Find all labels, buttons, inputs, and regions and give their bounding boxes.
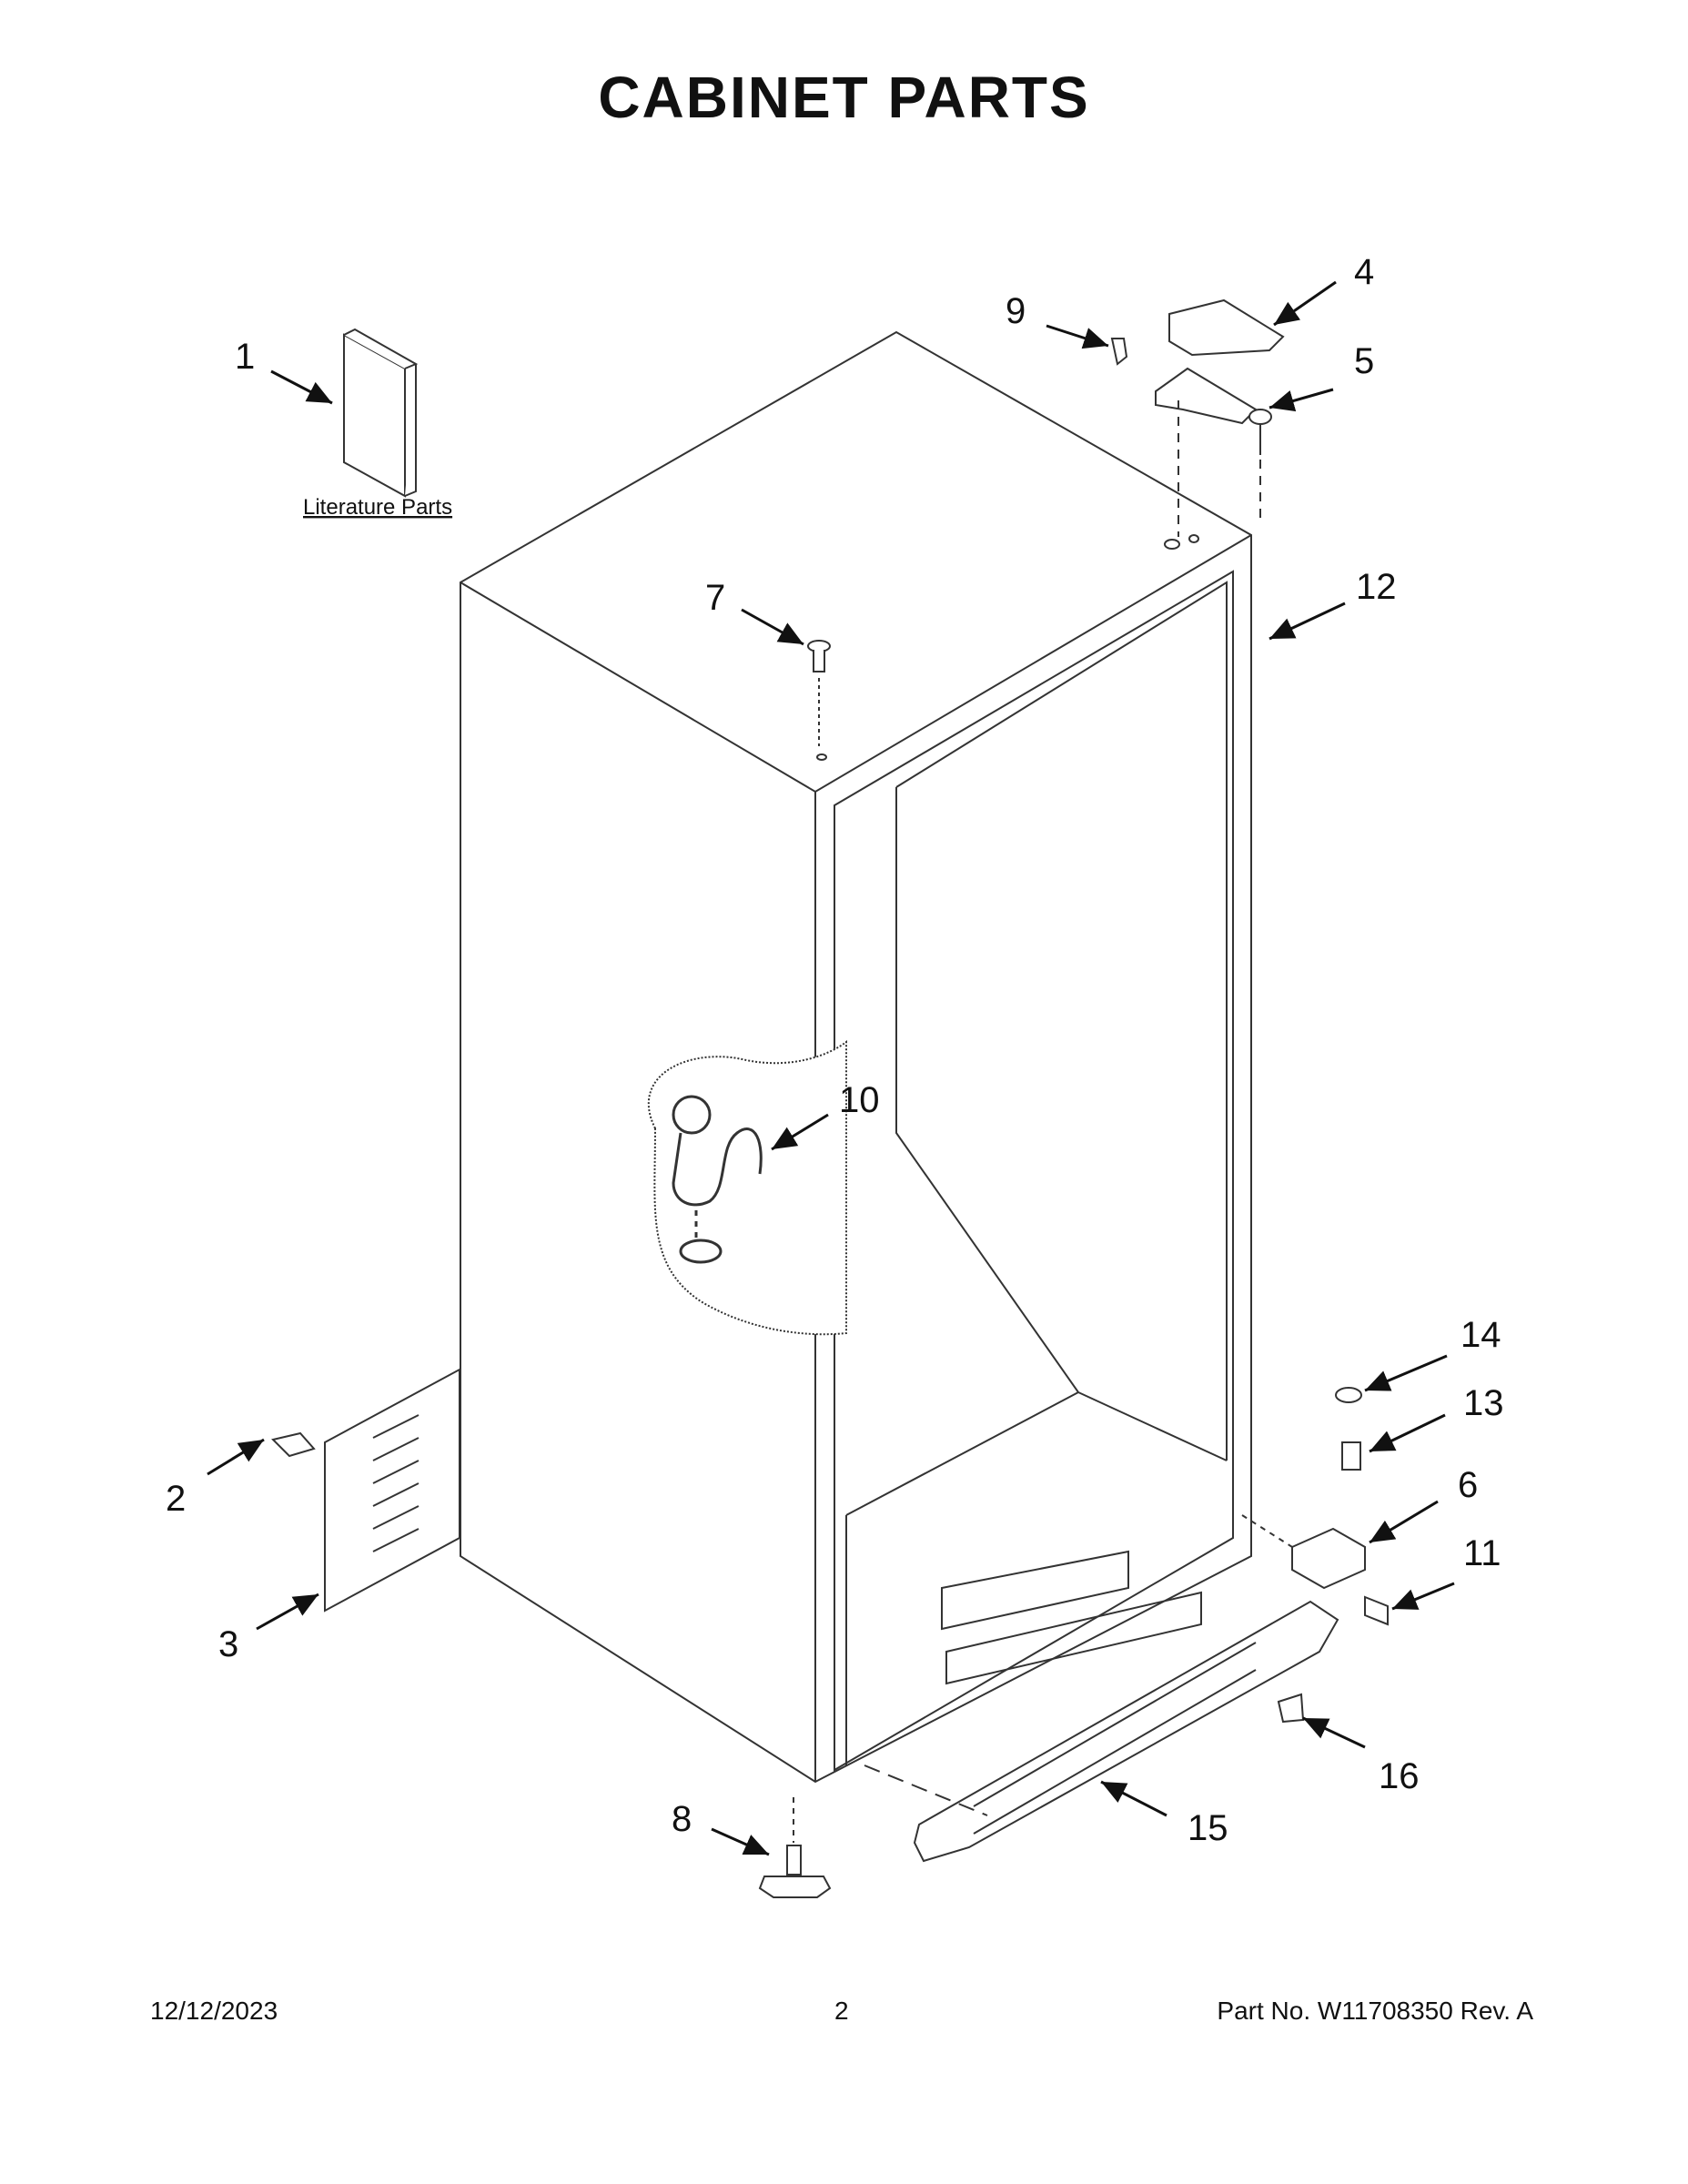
- callout-10: 10: [839, 1080, 880, 1120]
- callout-7: 7: [705, 578, 725, 618]
- callout-2: 2: [166, 1479, 186, 1519]
- callout-11: 11: [1463, 1533, 1501, 1573]
- drain-fitting: [672, 1095, 763, 1264]
- callout-6: 6: [1458, 1465, 1478, 1505]
- footer-part-number: Part No. W11708350 Rev. A: [1217, 1997, 1533, 2025]
- callout-4: 4: [1354, 252, 1374, 292]
- top-pin: [807, 640, 831, 761]
- leveling-leg: [758, 1797, 832, 1898]
- literature-parts-label: Literature Parts: [303, 495, 452, 520]
- callout-12: 12: [1356, 567, 1397, 607]
- callout-arrows: [207, 280, 1455, 1856]
- callout-16: 16: [1379, 1756, 1420, 1796]
- top-hinge-assembly: [1110, 298, 1285, 550]
- callout-13: 13: [1463, 1383, 1504, 1423]
- callout-9: 9: [1006, 291, 1026, 331]
- rear-access-panel: [271, 1368, 460, 1613]
- bottom-hinge-assembly: [1241, 1387, 1389, 1626]
- callout-1: 1: [235, 337, 255, 377]
- toe-grille: [864, 1600, 1339, 1863]
- callout-8: 8: [672, 1799, 692, 1839]
- callout-3: 3: [218, 1624, 238, 1664]
- callout-5: 5: [1354, 341, 1374, 381]
- callout-14: 14: [1461, 1315, 1501, 1355]
- literature-book: [343, 328, 419, 498]
- footer-page-number: 2: [834, 1997, 849, 2025]
- cabinet-body: [460, 330, 1252, 1784]
- callout-15: 15: [1188, 1808, 1228, 1848]
- footer-date: 12/12/2023: [150, 1997, 278, 2025]
- page-title: CABINET PARTS: [598, 65, 1090, 130]
